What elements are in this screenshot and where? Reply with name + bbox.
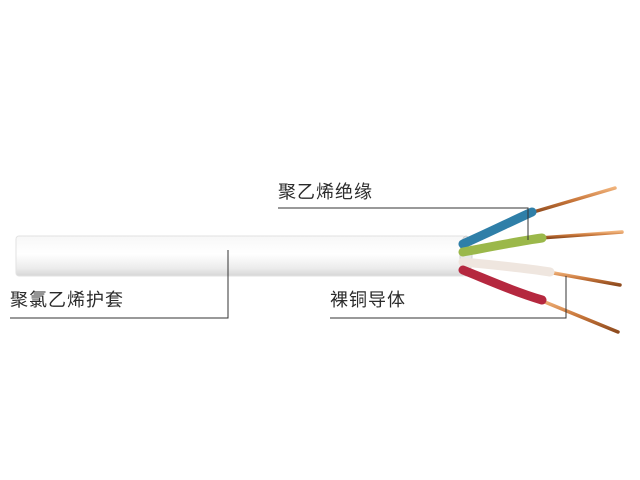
copper-strand-3 bbox=[546, 270, 622, 287]
polyethylene-cores bbox=[458, 207, 555, 305]
copper-strand-1 bbox=[528, 186, 617, 215]
core-blue bbox=[458, 207, 537, 249]
copper-conductors bbox=[528, 186, 624, 334]
core-white bbox=[458, 257, 555, 277]
leader-insulation bbox=[278, 207, 529, 240]
leader-conductor bbox=[330, 276, 567, 319]
core-green bbox=[458, 233, 547, 257]
label-polyethylene-insulation: 聚乙烯绝缘 bbox=[278, 182, 373, 203]
core-red bbox=[458, 265, 547, 305]
leader-sheath bbox=[10, 250, 229, 319]
label-bare-copper-conductor: 裸铜导体 bbox=[330, 290, 406, 311]
leader-lines bbox=[10, 207, 567, 319]
pvc-sheath bbox=[15, 235, 473, 277]
copper-strand-4 bbox=[538, 298, 620, 334]
label-pvc-sheath: 聚氯乙烯护套 bbox=[10, 290, 124, 311]
copper-strand-2 bbox=[538, 230, 624, 240]
